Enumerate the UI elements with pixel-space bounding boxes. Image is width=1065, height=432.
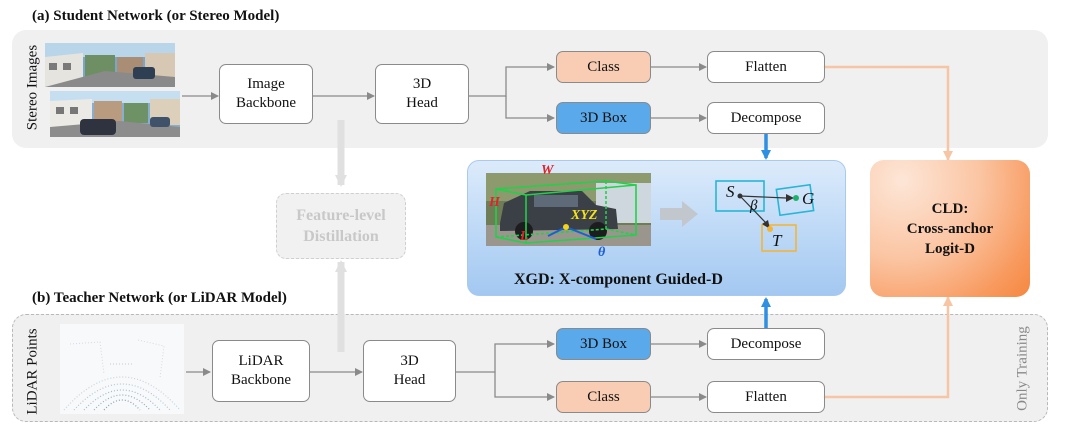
teacher-section-title: (b) Teacher Network (or LiDAR Model) <box>32 290 287 306</box>
car-label-w: W <box>541 163 554 178</box>
teacher-decompose-box: Decompose <box>707 328 825 360</box>
cld-block: CLD: Cross-anchor Logit-D <box>870 160 1030 297</box>
teacher-flatten-box: Flatten <box>707 381 825 413</box>
student-panel <box>12 30 1048 148</box>
arrow-head-to-box <box>505 96 555 122</box>
student-flatten-box: Flatten <box>707 51 825 83</box>
teacher-3d-head-box: 3D Head <box>363 340 456 402</box>
transform-arrow-icon <box>660 201 698 227</box>
teacher-class-box: Class <box>556 381 651 413</box>
xgd-panel: W H L XYZ θ S G T β XGD: X-component Gui… <box>467 160 846 296</box>
student-3d-box-box: 3D Box <box>556 102 651 134</box>
symbol-s: S <box>726 182 735 201</box>
teacher-3d-box-box: 3D Box <box>556 328 651 360</box>
lidar-backbone-box: LiDAR Backbone <box>212 340 310 402</box>
arrow-teacher-head-to-box <box>455 340 555 373</box>
lidar-points-picture <box>60 324 184 414</box>
symbol-g: G <box>802 189 815 208</box>
student-decompose-box: Decompose <box>707 102 825 134</box>
student-3d-head-box: 3D Head <box>375 64 469 124</box>
teacher-panel <box>12 314 1048 422</box>
feature-level-distillation-box: Feature-level Distillation <box>276 193 406 259</box>
car-label-xyz: XYZ <box>571 208 598 223</box>
orange-line-student-flatten-to-cld <box>825 65 953 161</box>
xgd-title: XGD: X-component Guided-D <box>514 271 723 288</box>
car-3d-box-picture <box>486 173 651 246</box>
orange-line-teacher-flatten-to-cld <box>825 296 953 399</box>
arrow-head-to-class <box>468 63 555 97</box>
student-class-box: Class <box>556 51 651 83</box>
arrow-teacher-head-to-class <box>494 372 555 401</box>
symbol-beta: β <box>750 198 758 214</box>
student-section-title: (a) Student Network (or Stereo Model) <box>32 8 280 24</box>
image-backbone-box: Image Backbone <box>219 64 313 124</box>
xgd-component-diagram <box>715 180 815 252</box>
symbol-t: T <box>772 231 782 250</box>
car-label-theta: θ <box>598 245 606 260</box>
car-label-l: L <box>520 229 529 244</box>
car-label-h: H <box>489 195 500 210</box>
stereo-images-picture <box>45 43 180 139</box>
